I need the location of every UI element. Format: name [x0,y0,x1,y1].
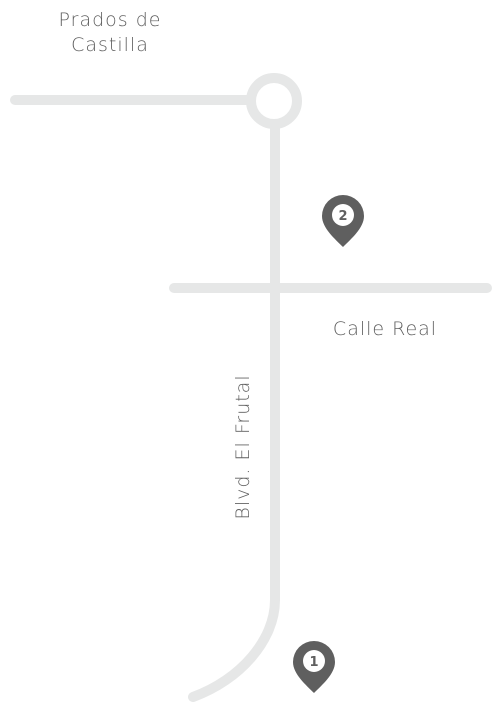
road-main-vertical [188,121,280,702]
street-label-calle-real: Calle Real [333,318,437,340]
street-label-blvd-el-frutal: Blvd. El Frutal [232,374,254,519]
marker-number-1: 1 [309,655,318,670]
map-pin-icon-2[interactable]: 2 [322,195,364,247]
roundabout [246,73,302,129]
map-pin-icon-1[interactable]: 1 [293,641,335,693]
pin-2-inner-circle [332,204,354,226]
area-label-line1: Prados de [59,9,162,31]
pin-1-inner-circle [303,650,325,672]
marker-number-2: 2 [338,209,347,224]
area-label-line2: Castilla [71,34,149,56]
